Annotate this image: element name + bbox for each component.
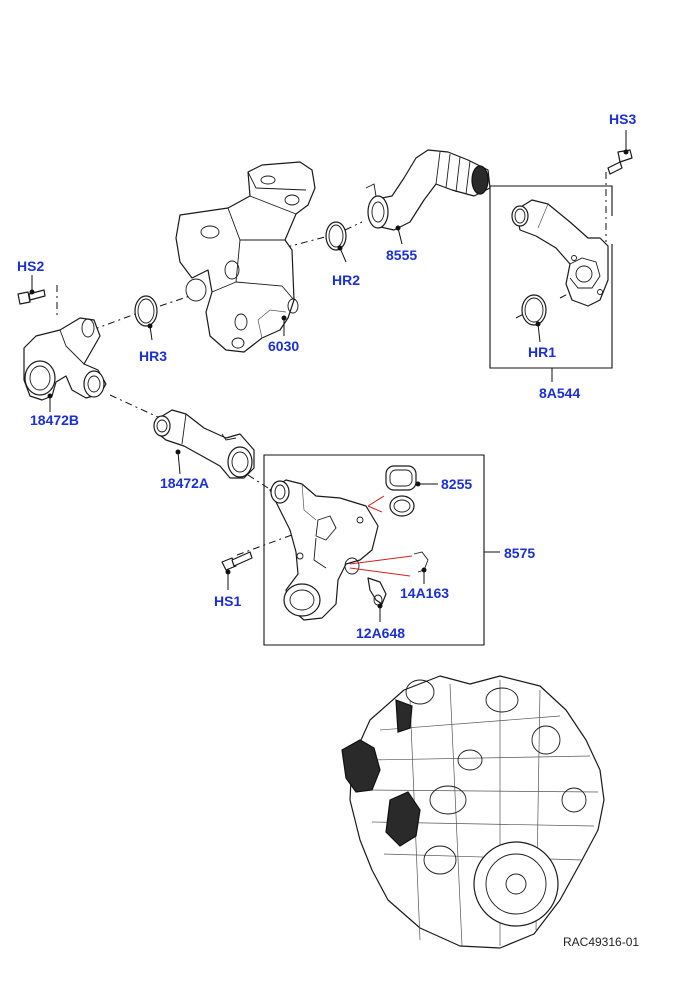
highlight-arrow-gasket <box>367 495 385 513</box>
callout-8a544: 8A544 <box>539 385 580 401</box>
engine-overview-illustration <box>341 675 605 949</box>
callout-8575: 8575 <box>504 545 535 561</box>
reference-code: RAC49316-01 <box>563 935 639 949</box>
callout-8255: 8255 <box>441 476 472 492</box>
highlight-arrow-clip <box>349 555 413 577</box>
bolt-hs2 <box>17 289 46 305</box>
frame-8a544 <box>489 185 613 369</box>
o-ring-hr2 <box>325 221 347 251</box>
frame-8575 <box>263 454 485 646</box>
bolt-hs1 <box>221 551 253 571</box>
o-ring-hr3 <box>134 295 158 327</box>
callout-18472a: 18472A <box>160 475 209 491</box>
pipe-8a544 <box>511 199 609 307</box>
callout-hr3: HR3 <box>139 348 167 364</box>
callout-hs2: HS2 <box>17 258 44 274</box>
gasket-8255 <box>385 465 417 517</box>
callout-8555: 8555 <box>386 247 417 263</box>
thermostat-housing-8575 <box>269 479 379 621</box>
callout-hs1: HS1 <box>214 593 241 609</box>
callout-hr2: HR2 <box>332 272 360 288</box>
bolt-hs3 <box>607 149 633 175</box>
callout-18472b: 18472B <box>30 412 79 428</box>
sensor-12a648 <box>367 577 387 606</box>
hose-8555 <box>365 149 491 231</box>
o-ring-hr1 <box>521 294 547 326</box>
leader-lines <box>29 130 629 622</box>
callout-14a163: 14A163 <box>400 585 449 601</box>
callout-hr1: HR1 <box>528 344 556 360</box>
housing-bracket-6030 <box>175 161 316 353</box>
callout-hs3: HS3 <box>609 111 636 127</box>
callout-6030: 6030 <box>268 338 299 354</box>
pipe-18472b <box>23 317 107 401</box>
callout-12a648: 12A648 <box>356 625 405 641</box>
pipe-18472a <box>153 409 255 479</box>
